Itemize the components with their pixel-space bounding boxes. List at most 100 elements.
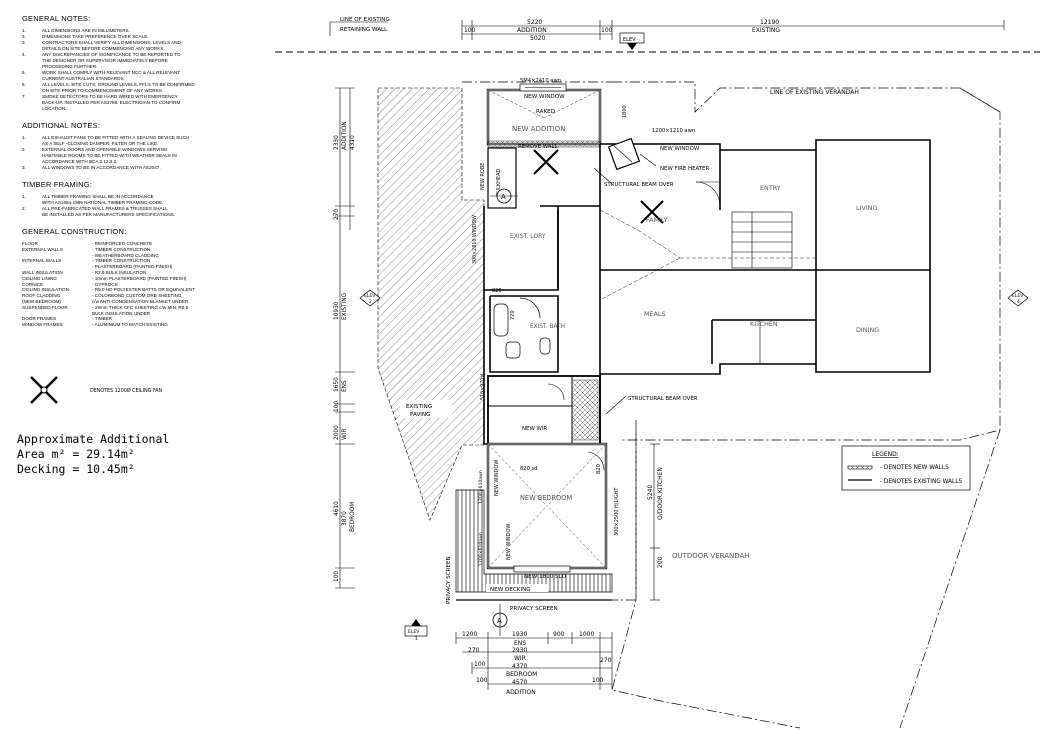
structural-beam-label: STRUCTURAL BEAM OVER (604, 182, 674, 188)
construction-item-value: - 10mm PLASTERBOARD (PAINTED FINISH) (92, 275, 187, 281)
svg-text:270: 270 (334, 209, 340, 220)
notes-panel: GENERAL NOTES: 1.ALL DIMENSIONS ARE IN M… (22, 14, 322, 330)
svg-text:NEW ADDITION: NEW ADDITION (512, 125, 566, 133)
room-entry-label: ENTRY (760, 184, 781, 192)
new-decking (455, 489, 613, 601)
privacy-screen-label: PRIVACY SCREEN (510, 606, 558, 612)
svg-text:4: 4 (1017, 299, 1020, 305)
note-number: 6. (22, 82, 26, 87)
svg-text:2: 2 (369, 299, 372, 305)
svg-text:4610: 4610 (334, 501, 340, 516)
construction-item-value: - 19mm THICK CFC SHEETING c/w MIN. R0.5 (92, 304, 189, 310)
timber-framing-title: TIMBER FRAMING: (22, 180, 93, 189)
note-number: 3. (22, 165, 26, 170)
note-line: ON SITE PRIOR TO COMMENCEMENT OF ANY WOR… (22, 88, 322, 94)
note-line: DETAILS ON SITE BEFORE COMMENCING ANY WO… (22, 46, 322, 52)
svg-text:2930: 2930 (512, 647, 527, 654)
svg-text:200: 200 (657, 556, 664, 568)
area-summary: Approximate Additional Area m² = 29.14m²… (17, 432, 169, 477)
construction-item-label: DOOR FRAMES (22, 316, 57, 322)
outdoor-verandah-outline (611, 429, 1001, 729)
note-line: WITH AS1684-1999 NATIONAL TIMBER FRAMING… (22, 200, 322, 206)
note-line: ACCORDANCE WITH BCA 3.12.3.3. (22, 159, 322, 165)
additional-notes-list: 1.ALL EXHAUST FANS TO BE FITTED WITH A S… (22, 135, 322, 171)
svg-text:1200×610awn: 1200×610awn (478, 532, 484, 566)
note-line: 2.EXTERNAL DOORS AND OPENABLE WINDOWS SE… (22, 147, 322, 153)
new-decking-label: NEW DECKING (490, 587, 531, 593)
additional-notes-title: ADDITIONAL NOTES: (22, 121, 101, 130)
room-new-addition: 5M4×2410 awn NEW WINDOW RAKED NEW ADDITI… (486, 78, 602, 150)
construction-item-value: - COLORBOND CUSTOM ORB SHEETING (92, 293, 182, 299)
dim-12190: 12190 (760, 19, 779, 26)
svg-text:NEW WINDOW: NEW WINDOW (494, 460, 500, 496)
roof-hips (599, 209, 816, 301)
ceiling-fan-addition (533, 149, 559, 175)
note-text: ALL WINDOWS TO BE IN ACCORDANCE WITH AS2… (42, 165, 161, 170)
note-line: 2.ALL PRE-FABRICATED WALL FRAMES & TRUSS… (22, 206, 322, 212)
note-text: ALL TIMBER FRAMING SHALL BE IN ACCORDANC… (42, 194, 154, 199)
note-text: HABITABLE ROOMS TO BE FITTED WITH WEATHE… (42, 153, 177, 158)
bottom-dimensions (455, 632, 613, 690)
construction-item-label: (NEW BEDROOM) (22, 298, 61, 304)
note-line: 3. ALL WINDOWS TO BE IN ACCORDANCE WITH A… (22, 165, 322, 171)
svg-text:1200×610awn: 1200×610awn (478, 470, 484, 504)
svg-text:4370: 4370 (512, 663, 527, 670)
fan-legend: DENOTES 1200Ø CEILING FAN (30, 376, 162, 404)
svg-text:ELEV: ELEV (623, 37, 636, 43)
note-number (22, 212, 42, 218)
construction-item-value: - ALUMINIUM TO MATCH EXISTING (92, 322, 168, 328)
area-line-3: Decking = 10.45m² (17, 462, 135, 476)
note-text: THE DESIGNER OR SUPERVISOR IMMEDIATELY B… (42, 58, 168, 63)
svg-text:3870: 3870 (342, 511, 348, 526)
svg-text:2330: 2330 (334, 135, 340, 150)
note-line: HABITABLE ROOMS TO BE FITTED WITH WEATHE… (22, 153, 322, 159)
new-robe: NEW ROBE BULKHEAD (480, 147, 517, 209)
construction-item-value: - REINFORCED CONCRETE (92, 241, 153, 246)
svg-text:820: 820 (492, 288, 502, 294)
construction-item-value: - TIMBER CONSTRUCTION (92, 258, 151, 264)
right-dimensions: 5240 O/DOOR KITCHEN 200 (647, 443, 664, 601)
construction-item-label: ROOF CLADDING (22, 293, 61, 299)
note-number: 2. (22, 34, 26, 39)
dim-addition-label: ADDITION (517, 27, 547, 34)
note-text: ON SITE PRIOR TO COMMENCEMENT OF ANY WOR… (42, 88, 164, 93)
construction-item-label: WALL INSULATION (22, 269, 63, 275)
existing-house-walls (483, 139, 931, 445)
room-lory-label: EXIST. LORY (510, 233, 546, 240)
general-notes-list: 1.ALL DIMENSIONS ARE IN MILLIMETERS.2.DI… (22, 28, 322, 112)
room-new-bedroom-label: NEW BEDROOM (520, 494, 572, 502)
note-number: 5. (22, 70, 26, 75)
svg-text:2000: 2000 (334, 425, 340, 440)
svg-text:4310: 4310 (350, 135, 356, 150)
svg-text:NEW FIRE HEATER: NEW FIRE HEATER (660, 166, 709, 172)
construction-item-value: - TIMBER (92, 316, 113, 322)
top-dimensions: 5220 ADDITION 5020 100 100 12190 EXISTIN… (461, 19, 1005, 42)
note-line: BACK-UP. INSTALLED PER AS3786. ELECTRICI… (22, 100, 322, 106)
svg-text:720: 720 (510, 310, 516, 320)
construction-item-value: BULK INSULATION UNDER (92, 310, 151, 316)
note-line: 3.CONTRACTORS SHALL VERIFY ALL DIMENSION… (22, 40, 322, 46)
retaining-wall-label-1: LINE OF EXISTING (340, 17, 390, 23)
svg-text:ENS: ENS (342, 380, 348, 392)
note-text: BE INSTALLED AS PER MANUFACTURERS SPECIF… (42, 212, 176, 217)
retaining-wall-label-2: RETAINING WALL (340, 27, 388, 33)
svg-text:820: 820 (596, 464, 602, 474)
svg-text:270: 270 (600, 657, 612, 664)
construction-item-label: EXTERNAL WALLS (22, 246, 63, 252)
fan-legend-text: DENOTES 1200Ø CEILING FAN (90, 387, 162, 394)
note-text: LOCATION. (42, 106, 67, 111)
room-new-bedroom (486, 442, 608, 573)
construction-item-label: INTERNAL WALLS (22, 258, 62, 264)
svg-text:1200: 1200 (462, 631, 477, 638)
construction-item-value: - WEATHERBOARD CLADDING (92, 252, 159, 258)
area-line-1: Approximate Additional (17, 432, 170, 446)
construction-item-value: - PLASTERBOARD (PAINTED FINISH) (92, 264, 173, 270)
note-number (22, 106, 42, 112)
retaining-wall-line: LINE OF EXISTING RETAINING WALL (275, 17, 1040, 53)
dim-5220: 5220 (527, 19, 542, 26)
note-line: AS A SELF -CLOSING DAMPER, FILTER OR THE… (22, 141, 322, 147)
room-bath-label: EXIST. BATH (530, 324, 565, 330)
dim-100-a: 100 (464, 27, 476, 34)
note-line: 4.ANY DISCREPANCIES OF SIGNIFICANCE TO B… (22, 52, 322, 58)
